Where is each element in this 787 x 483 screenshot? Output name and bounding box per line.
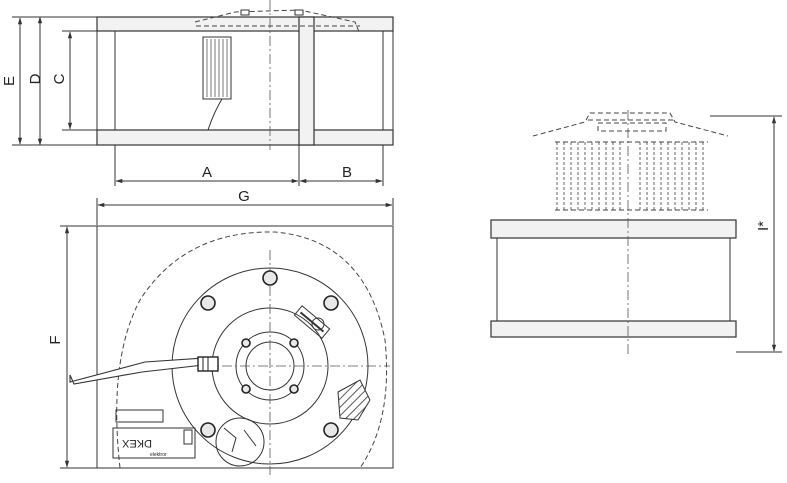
- label-F: F: [47, 335, 64, 344]
- side-view-top: [96, 0, 394, 150]
- label-E: E: [1, 76, 18, 86]
- label-I: I*: [755, 221, 772, 231]
- bolt-hole: [323, 422, 339, 438]
- right-bottom-flange: [490, 320, 737, 338]
- mounting-plate: [96, 225, 394, 469]
- dimension-G: G: [96, 188, 394, 225]
- dimension-C: C: [51, 30, 115, 131]
- dimension-F: F: [47, 225, 97, 469]
- hub-hole: [241, 384, 251, 394]
- terminal-box: [215, 417, 265, 467]
- hub-hole: [241, 338, 251, 348]
- nameplate-maker: elektror: [150, 452, 167, 458]
- label-D: D: [27, 73, 44, 84]
- bolt-hole: [262, 270, 278, 286]
- motor-cylinder: [202, 36, 232, 100]
- hub-hole: [289, 338, 299, 348]
- hub-hole: [289, 384, 299, 394]
- bolt-hole: [323, 295, 339, 311]
- label-C: C: [51, 73, 68, 84]
- hatched-guard: [337, 379, 371, 421]
- right-top-flange: [490, 219, 737, 239]
- nameplate: [112, 427, 196, 459]
- front-view: DKEX elektror: [69, 225, 394, 475]
- bolt-hole: [200, 295, 216, 311]
- bottom-flange: [96, 129, 394, 146]
- volute-outline: [116, 231, 388, 469]
- impeller-blades: [556, 142, 704, 210]
- nameplate-text: DKEX: [121, 437, 152, 449]
- dimension-I: I*: [710, 115, 782, 353]
- blank-plate: [115, 409, 164, 423]
- supply-cable: [69, 357, 214, 385]
- side-view-right: [490, 110, 737, 355]
- bolt-hole: [200, 422, 216, 438]
- dimension-E: E: [1, 16, 97, 146]
- label-G: G: [238, 188, 250, 205]
- dimension-B: B: [299, 145, 384, 186]
- label-A: A: [202, 164, 212, 181]
- side-bracket: [298, 16, 315, 146]
- label-B: B: [342, 164, 352, 181]
- dimension-D: D: [27, 16, 44, 146]
- dimension-A: A: [114, 145, 300, 186]
- top-flange: [96, 16, 394, 32]
